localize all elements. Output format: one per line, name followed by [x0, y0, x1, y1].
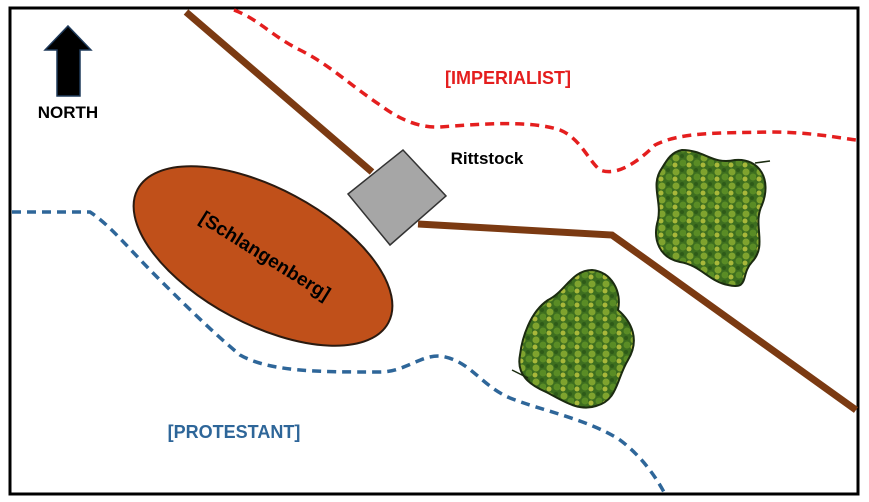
rittstock-village — [346, 148, 448, 247]
north-label: NORTH — [38, 103, 98, 122]
imperialist-label: [IMPERIALIST] — [445, 68, 571, 88]
forest-east — [655, 148, 767, 287]
village-label: Rittstock — [451, 149, 524, 168]
road-northwest — [183, 9, 375, 175]
schlangenberg-hill — [132, 165, 394, 347]
north-arrow-icon — [43, 24, 93, 97]
imperialist-line — [233, 8, 857, 174]
road-east — [417, 220, 859, 413]
protestant-line — [12, 210, 667, 495]
forest-south — [518, 268, 635, 409]
protestant-label: [PROTESTANT] — [168, 422, 301, 442]
